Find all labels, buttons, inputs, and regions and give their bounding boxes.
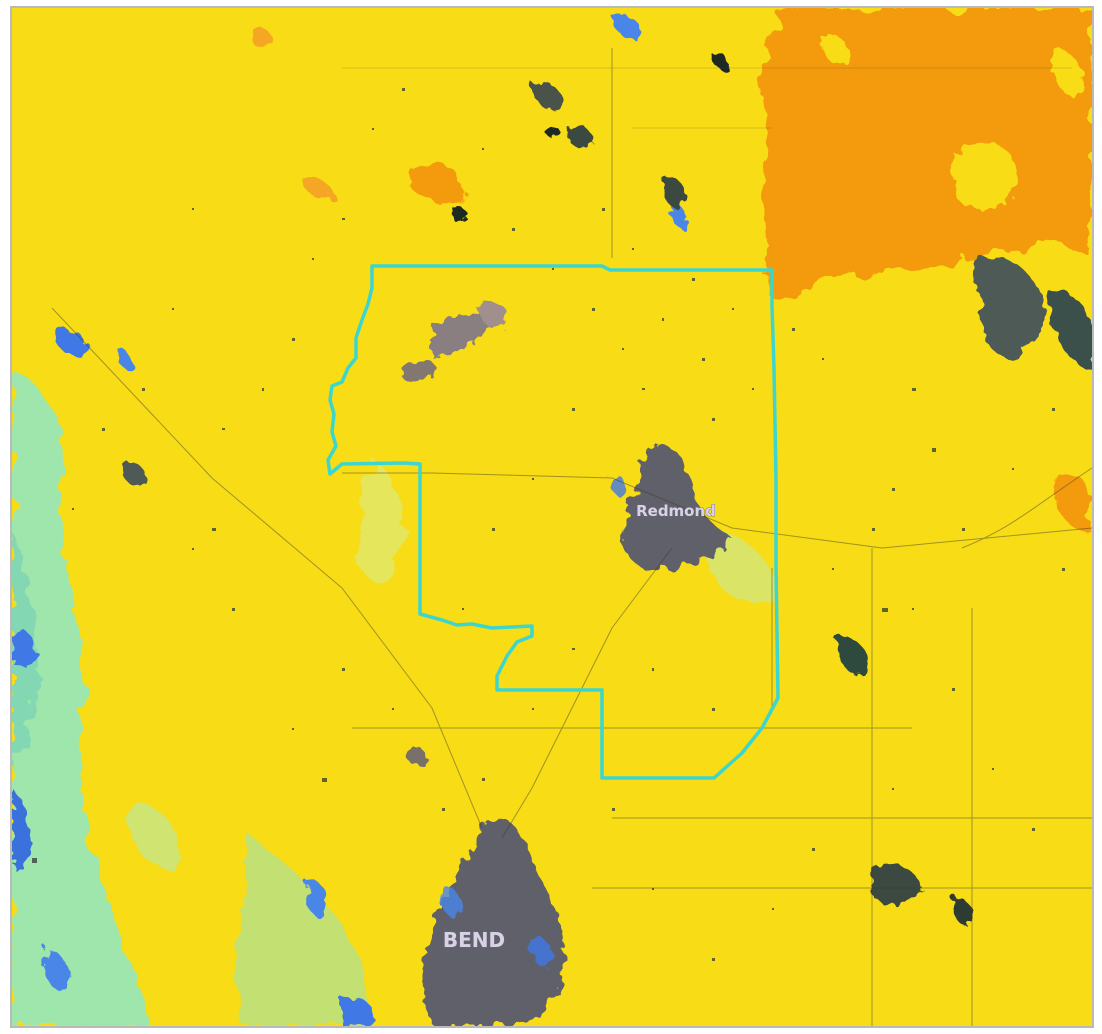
land-cover-map[interactable]: Redmond BEND xyxy=(12,8,1092,1026)
map-frame[interactable]: Redmond BEND xyxy=(10,6,1094,1028)
study-area-boundary[interactable] xyxy=(326,264,780,780)
orange-zones xyxy=(251,8,1092,533)
roads xyxy=(51,48,1092,1026)
dark-speckles xyxy=(32,88,1065,961)
cyan-zones xyxy=(12,368,774,1026)
bend-urban-area xyxy=(422,818,565,1026)
highway-97 xyxy=(501,547,673,839)
orange-zone-yellow-gaps xyxy=(821,37,1083,210)
redmond-label[interactable]: Redmond xyxy=(636,502,717,521)
redmond-urban-area xyxy=(622,445,732,570)
urban-areas xyxy=(121,52,1092,1026)
bend-label[interactable]: BEND xyxy=(442,928,505,953)
